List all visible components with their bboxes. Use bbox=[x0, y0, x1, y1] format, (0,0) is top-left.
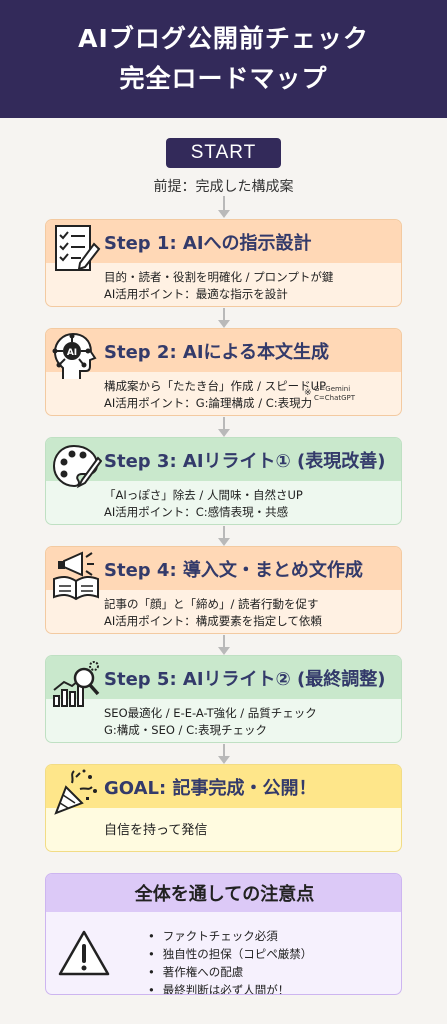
goal-text: 自信を持って発信 bbox=[104, 823, 208, 838]
cautions-title: 全体を通しての注意点 bbox=[134, 884, 315, 905]
checklist-icon bbox=[55, 225, 101, 271]
header-title-line1: AIブログ公開前チェック bbox=[78, 24, 369, 53]
step-2-header: Step 2: AIによる本文生成 bbox=[46, 329, 401, 372]
step-5-line1: SEO最適化 / E-E-A-T強化 / 品質チェック bbox=[104, 706, 317, 720]
megaphone-book-icon bbox=[53, 551, 99, 601]
step-4-title: Step 4: 導入文・まとめ文作成 bbox=[104, 559, 363, 581]
connector-arrow bbox=[218, 429, 230, 437]
svg-text:AI: AI bbox=[67, 348, 77, 358]
step-4-card: Step 4: 導入文・まとめ文作成 記事の「顔」と「締め」/ 読者行動を促す … bbox=[45, 546, 402, 634]
step-5-card: Step 5: AIリライト② (最終調整) SEO最適化 / E-E-A-T強… bbox=[45, 655, 402, 743]
connector-arrow bbox=[218, 756, 230, 764]
caution-item: 最終判断は必ず人間が！ bbox=[148, 981, 312, 994]
goal-title: GOAL: 記事完成・公開！ bbox=[104, 777, 317, 799]
start-badge: START bbox=[166, 138, 281, 168]
step-5-body: SEO最適化 / E-E-A-T強化 / 品質チェック G:構成・SEO / C… bbox=[46, 699, 401, 742]
connector-arrow bbox=[218, 320, 230, 328]
party-popper-icon bbox=[54, 769, 97, 815]
caution-item: 独自性の担保（コピペ厳禁） bbox=[148, 945, 313, 963]
cautions-card: 全体を通しての注意点 ファクトチェック必須 独自性の担保（コピペ厳禁） 著作権へ… bbox=[45, 873, 402, 995]
connector bbox=[223, 308, 225, 322]
step-1-line1: 目的・読者・役割を明確化 / プロンプトが鍵 bbox=[104, 270, 334, 284]
goal-header: GOAL: 記事完成・公開！ bbox=[46, 765, 401, 808]
connector bbox=[223, 526, 225, 540]
step-3-card: Step 3: AIリライト① (表現改善) 「AIっぽさ」除去 / 人間味・自… bbox=[45, 437, 402, 525]
ai-head-icon: AI bbox=[52, 332, 97, 379]
note-chatgpt: C=ChatGPT bbox=[314, 394, 356, 402]
step-3-line1: 「AIっぽさ」除去 / 人間味・自然さUP bbox=[104, 488, 303, 502]
cautions-body: ファクトチェック必須 独自性の担保（コピペ厳禁） 著作権への配慮 最終判断は必ず… bbox=[46, 912, 401, 994]
connector bbox=[223, 417, 225, 431]
page-header: AIブログ公開前チェック 完全ロードマップ bbox=[0, 0, 447, 118]
cautions-list: ファクトチェック必須 独自性の担保（コピペ厳禁） 著作権への配慮 最終判断は必ず… bbox=[148, 927, 313, 994]
step-1-card: Step 1: AIへの指示設計 目的・読者・役割を明確化 / プロンプトが鍵 … bbox=[45, 219, 402, 307]
note-gemini: G=Gemini bbox=[314, 385, 351, 393]
step-1-title: Step 1: AIへの指示設計 bbox=[104, 232, 312, 254]
step-2-line1: 構成案から「たたき台」作成 / スピードUP bbox=[104, 379, 327, 393]
goal-card: GOAL: 記事完成・公開！ 自信を持って発信 bbox=[45, 764, 402, 852]
step-1-body: 目的・読者・役割を明確化 / プロンプトが鍵 AI活用ポイント：最適な指示を設計 bbox=[46, 263, 401, 306]
step-1-line2: AI活用ポイント：最適な指示を設計 bbox=[104, 287, 288, 301]
step-5-line2: G:構成・SEO / C:表現チェック bbox=[104, 723, 267, 737]
step-4-line1: 記事の「顔」と「締め」/ 読者行動を促す bbox=[104, 597, 319, 611]
step-3-body: 「AIっぽさ」除去 / 人間味・自然さUP AI活用ポイント：C:感情表現・共感 bbox=[46, 481, 401, 524]
step-5-title: Step 5: AIリライト② (最終調整) bbox=[104, 668, 386, 690]
connector bbox=[223, 196, 225, 212]
connector-arrow bbox=[218, 538, 230, 546]
connector bbox=[223, 744, 225, 758]
model-legend: ※ G=Gemini C=ChatGPT bbox=[304, 385, 356, 403]
step-4-header: Step 4: 導入文・まとめ文作成 bbox=[46, 547, 401, 590]
step-4-body: 記事の「顔」と「締め」/ 読者行動を促す AI活用ポイント：構成要素を指定して依… bbox=[46, 590, 401, 633]
step-2-body: 構成案から「たたき台」作成 / スピードUP AI活用ポイント：G:論理構成 /… bbox=[46, 372, 401, 415]
palette-icon bbox=[52, 444, 102, 489]
connector-arrow bbox=[218, 210, 230, 218]
note-mark: ※ bbox=[304, 388, 312, 398]
step-3-line2: AI活用ポイント：C:感情表現・共感 bbox=[104, 505, 289, 519]
step-2-title: Step 2: AIによる本文生成 bbox=[104, 341, 330, 363]
goal-body: 自信を持って発信 bbox=[46, 808, 401, 851]
step-4-line2: AI活用ポイント：構成要素を指定して依頼 bbox=[104, 614, 322, 628]
step-1-header: Step 1: AIへの指示設計 bbox=[46, 220, 401, 263]
step-3-title: Step 3: AIリライト① (表現改善) bbox=[104, 450, 386, 472]
step-3-header: Step 3: AIリライト① (表現改善) bbox=[46, 438, 401, 481]
seo-analytics-icon bbox=[53, 661, 100, 707]
caution-item: 著作権への配慮 bbox=[148, 963, 312, 981]
premise-text: 前提：完成した構成案 bbox=[153, 179, 294, 195]
connector-arrow bbox=[218, 647, 230, 655]
step-2-line2: AI活用ポイント：G:論理構成 / C:表現力 bbox=[104, 396, 313, 410]
warning-icon bbox=[58, 930, 110, 976]
connector bbox=[223, 635, 225, 649]
cautions-header: 全体を通しての注意点 bbox=[46, 874, 401, 912]
header-title-line2: 完全ロードマップ bbox=[119, 64, 328, 93]
caution-item: ファクトチェック必須 bbox=[148, 927, 312, 945]
step-5-header: Step 5: AIリライト② (最終調整) bbox=[46, 656, 401, 699]
step-2-card: Step 2: AIによる本文生成 構成案から「たたき台」作成 / スピードUP… bbox=[45, 328, 402, 416]
